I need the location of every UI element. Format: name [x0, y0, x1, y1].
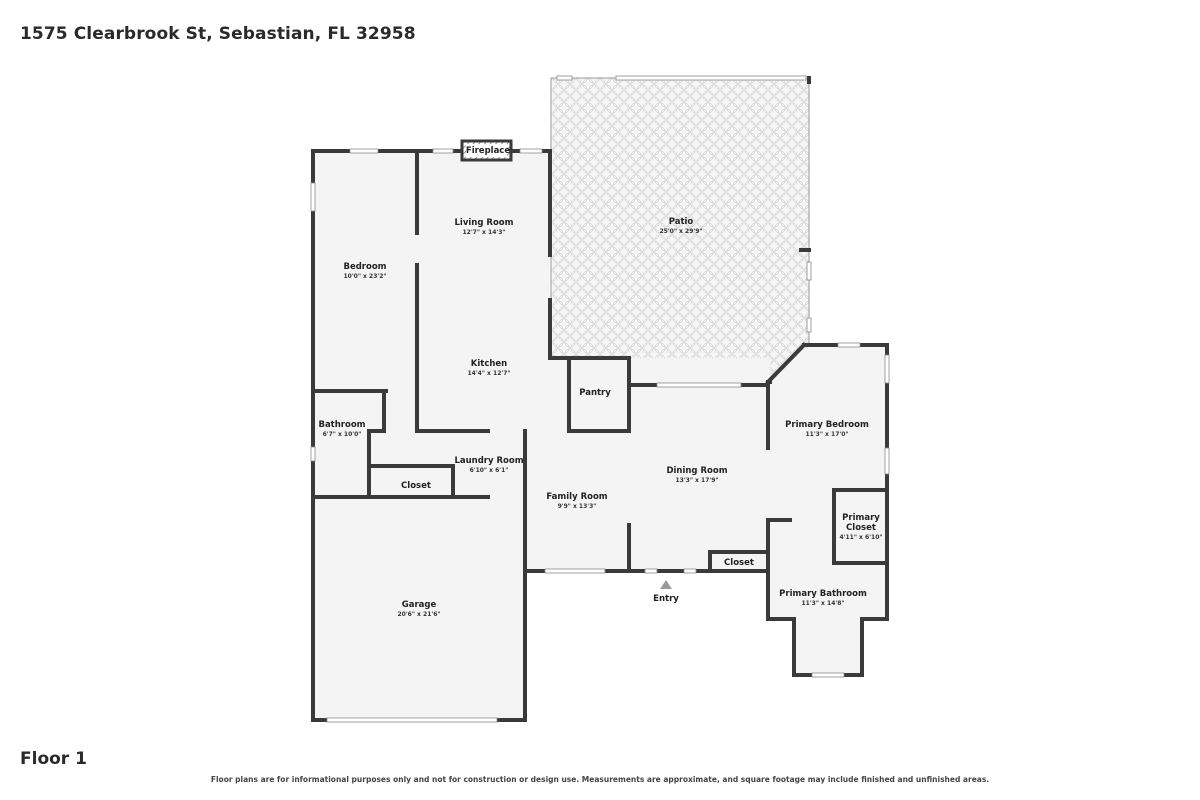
laundry-room-dims: 6'10" x 6'1"	[470, 467, 509, 474]
living-room-dims: 12'7" x 14'3"	[462, 229, 505, 236]
patio-dims: 25'0" x 29'9"	[659, 228, 702, 235]
fireplace-label: Fireplace	[466, 146, 510, 156]
pantry-label: Pantry	[579, 388, 611, 398]
dining-room-label: Dining Room	[666, 466, 727, 476]
entry-closet-label: Closet	[724, 558, 754, 568]
family-room-label: Family Room	[546, 492, 607, 502]
entry-label: Entry	[653, 594, 679, 604]
primary-bedroom-label: Primary Bedroom	[785, 420, 869, 430]
garage-dims: 20'6" x 21'6"	[397, 611, 440, 618]
floor-label: Floor 1	[20, 749, 87, 769]
entry-arrow-icon	[660, 580, 672, 589]
interior-floor	[313, 151, 887, 721]
living-room-label: Living Room	[455, 218, 514, 228]
hall-closet-label: Closet	[401, 481, 431, 491]
garage-label: Garage	[402, 600, 437, 610]
bathroom-dims: 6'7" x 10'0"	[323, 431, 362, 438]
disclaimer: Floor plans are for informational purpos…	[210, 775, 990, 784]
bedroom-label: Bedroom	[343, 262, 386, 272]
primary-closet-dims: 4'11" x 6'10"	[839, 534, 882, 541]
laundry-room-label: Laundry Room	[454, 456, 523, 466]
bedroom-dims: 10'0" x 23'2"	[343, 273, 386, 280]
bathroom-label: Bathroom	[318, 420, 365, 430]
kitchen-dims: 14'4" x 12'7"	[467, 370, 510, 377]
primary-closet-label-line1: Primary	[842, 513, 880, 523]
patio-label: Patio	[669, 217, 694, 227]
kitchen-label: Kitchen	[471, 359, 507, 369]
primary-bathroom-dims: 11'3" x 14'8"	[801, 600, 844, 607]
dining-room-dims: 13'3" x 17'9"	[675, 477, 718, 484]
primary-bedroom-dims: 11'3" x 17'0"	[805, 431, 848, 438]
primary-closet-label-line2: Closet	[846, 523, 876, 533]
property-address: 1575 Clearbrook St, Sebastian, FL 32958	[20, 24, 416, 44]
windows	[310, 75, 890, 723]
primary-bathroom-label: Primary Bathroom	[779, 589, 867, 599]
family-room-dims: 9'9" x 13'3"	[558, 503, 597, 510]
walls	[311, 76, 889, 722]
